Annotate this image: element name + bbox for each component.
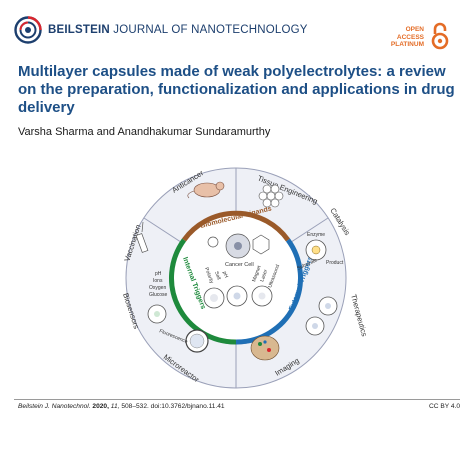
- article-title: Multilayer capsules made of weak polyele…: [18, 63, 455, 116]
- citation-year: 2020,: [92, 403, 109, 410]
- microreactor-icon: [185, 329, 209, 353]
- label-product: Product: [326, 260, 344, 266]
- label-cancer-cell: Cancer Cell: [225, 262, 254, 268]
- citation-pages-doi: 508–532. doi:10.3762/bjnano.11.41: [121, 403, 225, 410]
- open-lock-icon: [431, 22, 449, 50]
- center-capsule-icon: [226, 285, 248, 307]
- label-int-polarity: Polarity: [203, 267, 215, 285]
- open-access-badge: OPEN ACCESS PLATINUM: [378, 18, 458, 52]
- biosensor-capsule-icon: [147, 304, 167, 324]
- label-int-salt: Salt: [213, 271, 222, 282]
- citation-volume: 11,: [110, 403, 120, 410]
- label-oxygen: Oxygen: [149, 285, 166, 291]
- article-authors: Varsha Sharma and Anandhakumar Sundaramu…: [18, 126, 271, 138]
- syringe-icon: [135, 221, 149, 253]
- graphical-abstract-figure: Anticancer Tissue Engineering Catalysis …: [121, 167, 369, 389]
- brain-imaging-icon: [250, 335, 280, 361]
- oa-line-2: ACCESS: [396, 33, 424, 41]
- open-access-text: OPEN ACCESS PLATINUM: [391, 26, 424, 49]
- cancer-cell-icon: [225, 233, 251, 259]
- oa-line-1: OPEN: [405, 26, 424, 33]
- internal-triggers-ring: [169, 238, 237, 345]
- enzyme-capsule-icon: [305, 239, 327, 261]
- ligand-capsule-icon: [207, 234, 270, 255]
- label-int-ph: pH: [221, 271, 229, 279]
- label-ext-magnet: Magnet: [251, 264, 263, 282]
- citation-footer: Beilstein J. Nanotechnol. 2020, 11, 508–…: [18, 403, 225, 410]
- tissue-cells-icon: [258, 184, 284, 208]
- journal-name-rest: JOURNAL OF NANOTECHNOLOGY: [113, 24, 308, 36]
- journal-name-bold: BEILSTEIN: [48, 24, 110, 36]
- label-ions: Ions: [153, 278, 163, 284]
- journal-name: BEILSTEIN JOURNAL OF NANOTECHNOLOGY: [48, 24, 308, 36]
- citation-journal: Beilstein J. Nanotechnol.: [18, 403, 91, 410]
- beilstein-logo-icon: [14, 16, 42, 44]
- label-enzyme: Enzyme: [307, 232, 325, 238]
- oa-line-3: PLATINUM: [390, 41, 424, 48]
- label-glucose: Glucose: [149, 292, 168, 298]
- license-label: CC BY 4.0: [428, 403, 460, 410]
- journal-header: BEILSTEIN JOURNAL OF NANOTECHNOLOGY OPEN…: [14, 16, 460, 50]
- label-therapeutics: Therapeutics: [349, 293, 369, 337]
- label-ph-sensor: pH: [155, 271, 162, 277]
- bio-ligands-ring: [181, 210, 291, 242]
- mouse-icon: [187, 181, 225, 199]
- label-ext-laser: Laser: [259, 269, 269, 283]
- internal-capsule-icon: [203, 287, 225, 309]
- external-capsule-icon: [251, 285, 273, 307]
- therapeutic-cells-icon: [305, 296, 338, 336]
- footer-rule: [14, 399, 460, 400]
